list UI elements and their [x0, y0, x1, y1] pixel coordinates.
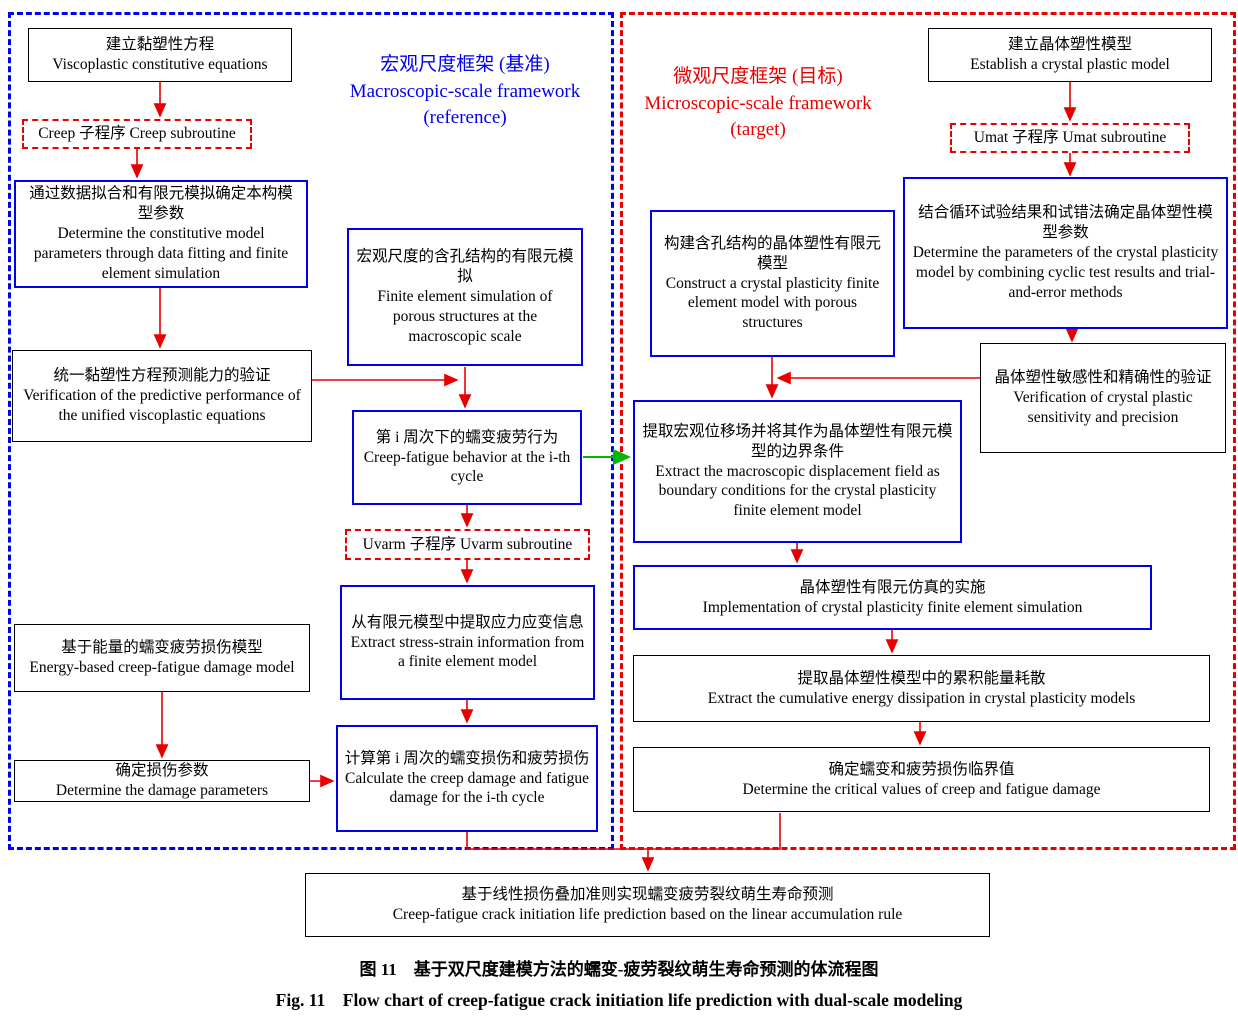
node-text-zh: 基于能量的蠕变疲劳损伤模型 [61, 639, 263, 657]
node-text-zh: 统一黏塑性方程预测能力的验证 [53, 367, 271, 385]
macro-frame-title-en: Macroscopic-scale framework (reference) [349, 80, 581, 129]
node-text-en: Verification of crystal plastic sensitiv… [1013, 389, 1193, 426]
node-crystal-parameters: 结合循环试验结果和试错法确定晶体塑性模型参数 Determine the par… [903, 177, 1228, 329]
node-text: Uvarm 子程序 Uvarm subroutine [362, 535, 573, 553]
node-boundary-conditions: 提取宏观位移场并将其作为晶体塑性有限元模型的边界条件 Extract the m… [633, 400, 962, 543]
node-text-en: Extract stress-strain information from a… [350, 633, 585, 671]
node-energy-dissipation: 提取晶体塑性模型中的累积能量耗散 Extract the cumulative … [633, 655, 1210, 722]
node-text-zh: 第 i 周次下的蠕变疲劳行为 [375, 428, 559, 446]
node-text-en: Establish a crystal plastic model [970, 56, 1170, 73]
node-text-en: Viscoplastic constitutive equations [52, 56, 268, 73]
node-text-en: Determine the parameters of the crystal … [912, 244, 1219, 301]
node-crystal-plastic-model: 建立晶体塑性模型 Establish a crystal plastic mod… [928, 28, 1212, 82]
node-damage-parameters: 确定损伤参数 Determine the damage parameters [14, 760, 310, 802]
node-text-zh: 通过数据拟合和有限元模拟确定本构模型参数 [29, 185, 293, 223]
node-text-zh: 建立黏塑性方程 [105, 36, 215, 54]
node-text-zh: 提取宏观位移场并将其作为晶体塑性有限元模型的边界条件 [642, 422, 953, 460]
node-text-zh: 构建含孔结构的晶体塑性有限元模型 [663, 234, 881, 272]
node-text-en: Verification of the predictive performan… [23, 387, 301, 424]
node-text-zh: 确定蠕变和疲劳损伤临界值 [828, 760, 1015, 778]
figure-caption-zh: 图 11 基于双尺度建模方法的蠕变-疲劳裂纹萌生寿命预测的体流程图 [359, 960, 879, 979]
node-stress-strain-extraction: 从有限元模型中提取应力应变信息 Extract stress-strain in… [340, 585, 595, 700]
node-text-zh: 提取晶体塑性模型中的累积能量耗散 [797, 669, 1046, 687]
node-text-en: Construct a crystal plasticity finite el… [665, 274, 880, 332]
node-crystal-fem-model: 构建含孔结构的晶体塑性有限元模型 Construct a crystal pla… [650, 210, 895, 357]
node-macro-fem-simulation: 宏观尺度的含孔结构的有限元模拟 Finite element simulatio… [347, 228, 583, 366]
red-arrows [130, 82, 1079, 872]
node-text-zh: 基于线性损伤叠加准则实现蠕变疲劳裂纹萌生寿命预测 [461, 886, 834, 904]
node-text-en: Creep-fatigue crack initiation life pred… [392, 906, 903, 923]
node-text-zh: 计算第 i 周次的蠕变损伤和疲劳损伤 [344, 749, 590, 767]
node-text-en: Finite element simulation of porous stru… [377, 288, 553, 345]
node-text-zh: 从有限元模型中提取应力应变信息 [351, 613, 584, 631]
macro-frame [8, 12, 614, 850]
node-creep-subroutine: Creep 子程序 Creep subroutine [22, 119, 252, 149]
node-text-en: Determine the constitutive model paramet… [33, 225, 289, 282]
node-text-en: Determine the critical values of creep a… [742, 780, 1101, 798]
node-text-zh: 晶体塑性有限元仿真的实施 [799, 578, 986, 596]
node-cycle-creep-fatigue-behavior: 第 i 周次下的蠕变疲劳行为 Creep-fatigue behavior at… [352, 410, 582, 505]
micro-frame-title-zh: 微观尺度框架 (目标) [673, 66, 843, 87]
node-text-en: Extract the macroscopic displacement fie… [655, 462, 940, 520]
node-life-prediction: 基于线性损伤叠加准则实现蠕变疲劳裂纹萌生寿命预测 Creep-fatigue c… [305, 873, 990, 937]
micro-frame-title-en: Microscopic-scale framework (target) [644, 92, 872, 141]
node-text: Creep 子程序 Creep subroutine [38, 125, 236, 143]
node-text-en: Calculate the creep damage and fatigue d… [345, 769, 589, 807]
micro-frame [620, 12, 1236, 850]
node-text: Umat 子程序 Umat subroutine [973, 129, 1167, 147]
node-viscoplastic-verification: 统一黏塑性方程预测能力的验证 Verification of the predi… [12, 350, 312, 442]
node-uvarm-subroutine: Uvarm 子程序 Uvarm subroutine [345, 529, 590, 560]
node-viscoplastic-equations: 建立黏塑性方程 Viscoplastic constitutive equati… [28, 28, 292, 82]
node-text-en: Creep-fatigue behavior at the i-th cycle [363, 448, 571, 486]
node-text-zh: 结合循环试验结果和试错法确定晶体塑性模型参数 [918, 204, 1213, 242]
figure-caption-en: Fig. 11 Flow chart of creep-fatigue crac… [275, 990, 963, 1010]
node-crystal-verification: 晶体塑性敏感性和精确性的验证 Verification of crystal p… [980, 343, 1226, 453]
node-text-zh: 晶体塑性敏感性和精确性的验证 [994, 369, 1212, 387]
macro-frame-title: 宏观尺度框架 (基准) Macroscopic-scale framework … [320, 52, 610, 132]
node-cpfem-implementation: 晶体塑性有限元仿真的实施 Implementation of crystal p… [633, 565, 1152, 630]
micro-frame-title: 微观尺度框架 (目标) Microscopic-scale framework … [642, 64, 874, 144]
node-constitutive-parameters: 通过数据拟合和有限元模拟确定本构模型参数 Determine the const… [14, 180, 308, 288]
node-text-en: Energy-based creep-fatigue damage model [29, 659, 295, 676]
node-text-zh: 建立晶体塑性模型 [1007, 36, 1132, 54]
node-cycle-damage-calculation: 计算第 i 周次的蠕变损伤和疲劳损伤 Calculate the creep d… [336, 725, 598, 832]
node-text-en: Determine the damage parameters [55, 782, 269, 799]
node-damage-critical-values: 确定蠕变和疲劳损伤临界值 Determine the critical valu… [633, 747, 1210, 812]
node-text-zh: 宏观尺度的含孔结构的有限元模拟 [356, 248, 574, 286]
node-text-en: Implementation of crystal plasticity fin… [702, 598, 1083, 616]
node-umat-subroutine: Umat 子程序 Umat subroutine [950, 123, 1190, 153]
node-text-en: Extract the cumulative energy dissipatio… [707, 689, 1136, 707]
node-energy-damage-model: 基于能量的蠕变疲劳损伤模型 Energy-based creep-fatigue… [14, 624, 310, 692]
node-text-zh: 确定损伤参数 [115, 762, 209, 780]
macro-frame-title-zh: 宏观尺度框架 (基准) [380, 54, 550, 75]
